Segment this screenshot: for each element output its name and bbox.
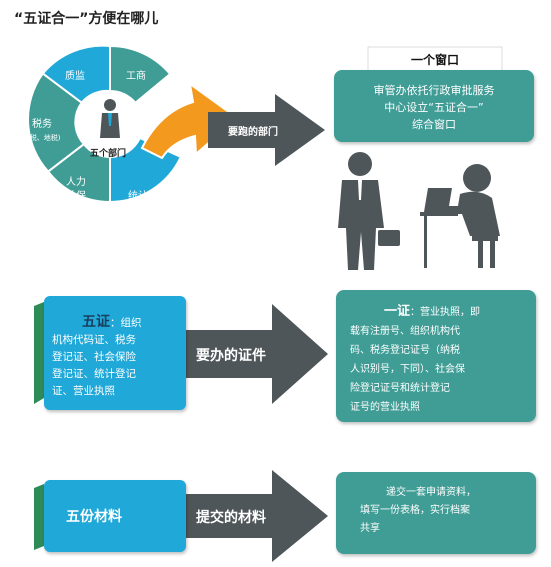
window-box: 审管办依托行政审批服务 中心设立“五证合一” 综合窗口	[334, 70, 534, 142]
top-arrow-label: 要跑的部门	[228, 127, 278, 138]
one-cert-colon: ：营业执照，即	[410, 307, 481, 318]
page-title: “五证合一”方便在哪儿	[14, 11, 159, 27]
five-certificates-box: 五证：组织 机构代码证、税务 登记证、社会保险 登记证、统计登记 证、营业执照	[44, 296, 186, 410]
five-cert-line-2: 登记证、社会保险	[52, 351, 136, 363]
submit-line-3: 共享	[360, 523, 380, 534]
window-tag: 一个窗口	[410, 53, 459, 67]
one-cert-line-5: 证号的营业执照	[350, 402, 420, 413]
label-zhijian: 质监	[65, 71, 85, 82]
submit-line-2: 填写一份表格，实行档案	[360, 505, 470, 516]
five-materials-box: 五份材料	[44, 480, 186, 552]
wheel-segment-gongshang	[109, 44, 172, 105]
label-shuiwu-sub: (国税、地税)	[20, 134, 61, 142]
middle-arrow-label: 要办的证件	[196, 348, 266, 364]
man-with-briefcase-icon	[338, 152, 400, 270]
one-cert-title: 一证	[384, 304, 411, 319]
five-cert-colon: ：组织	[110, 317, 142, 329]
department-wheel	[27, 44, 239, 204]
five-cert-line-4: 证、营业执照	[52, 385, 115, 397]
businessman-icon	[100, 99, 120, 138]
one-cert-line-2: 码、税务登记证号（纳税	[350, 345, 460, 356]
middle-left-tab	[34, 302, 44, 404]
label-renli: 人力	[66, 177, 86, 188]
one-cert-line-4: 险登记证号和统计登记	[350, 383, 450, 394]
bottom-arrow	[160, 470, 328, 562]
five-cert-line-1: 机构代码证、税务	[52, 334, 136, 346]
one-cert-line-1: 载有注册号、组织机构代	[350, 326, 460, 337]
bottom-arrow-label: 提交的材料	[196, 510, 266, 526]
window-tag-bg	[367, 46, 503, 72]
window-text-2: 中心设立“五证合一”	[384, 101, 484, 114]
window-text-3: 综合窗口	[412, 118, 456, 131]
window-text-1: 审管办依托行政审批服务	[373, 84, 495, 97]
submit-materials-box: 递交一套申请资料， 填写一份表格，实行档案 共享	[336, 472, 536, 554]
label-tongji: 统计	[128, 191, 148, 202]
center-label: 五个部门	[90, 149, 127, 159]
five-materials-label: 五份材料	[66, 509, 122, 525]
bottom-left-tab	[34, 484, 44, 550]
one-cert-line-3: 人识别号，下同）、社会保	[350, 364, 465, 375]
wheel-segment-renli-shebao	[46, 142, 111, 204]
five-cert-title: 五证	[82, 314, 110, 330]
submit-line-1: 递交一套申请资料，	[386, 487, 476, 498]
label-shuiwu: 税务	[32, 119, 52, 130]
wheel-segment-shuiwu	[27, 72, 86, 173]
five-cert-line-3: 登记证、统计登记	[52, 368, 136, 380]
office-worker-at-desk-icon	[420, 164, 500, 268]
top-arrow	[208, 94, 325, 166]
one-certificate-box: 一证：营业执照，即 载有注册号、组织机构代 码、税务登记证号（纳税 人识别号，下…	[336, 290, 536, 422]
label-gongshang: 工商	[126, 71, 146, 82]
label-shebao: 社保	[66, 191, 86, 202]
middle-arrow	[160, 304, 328, 404]
